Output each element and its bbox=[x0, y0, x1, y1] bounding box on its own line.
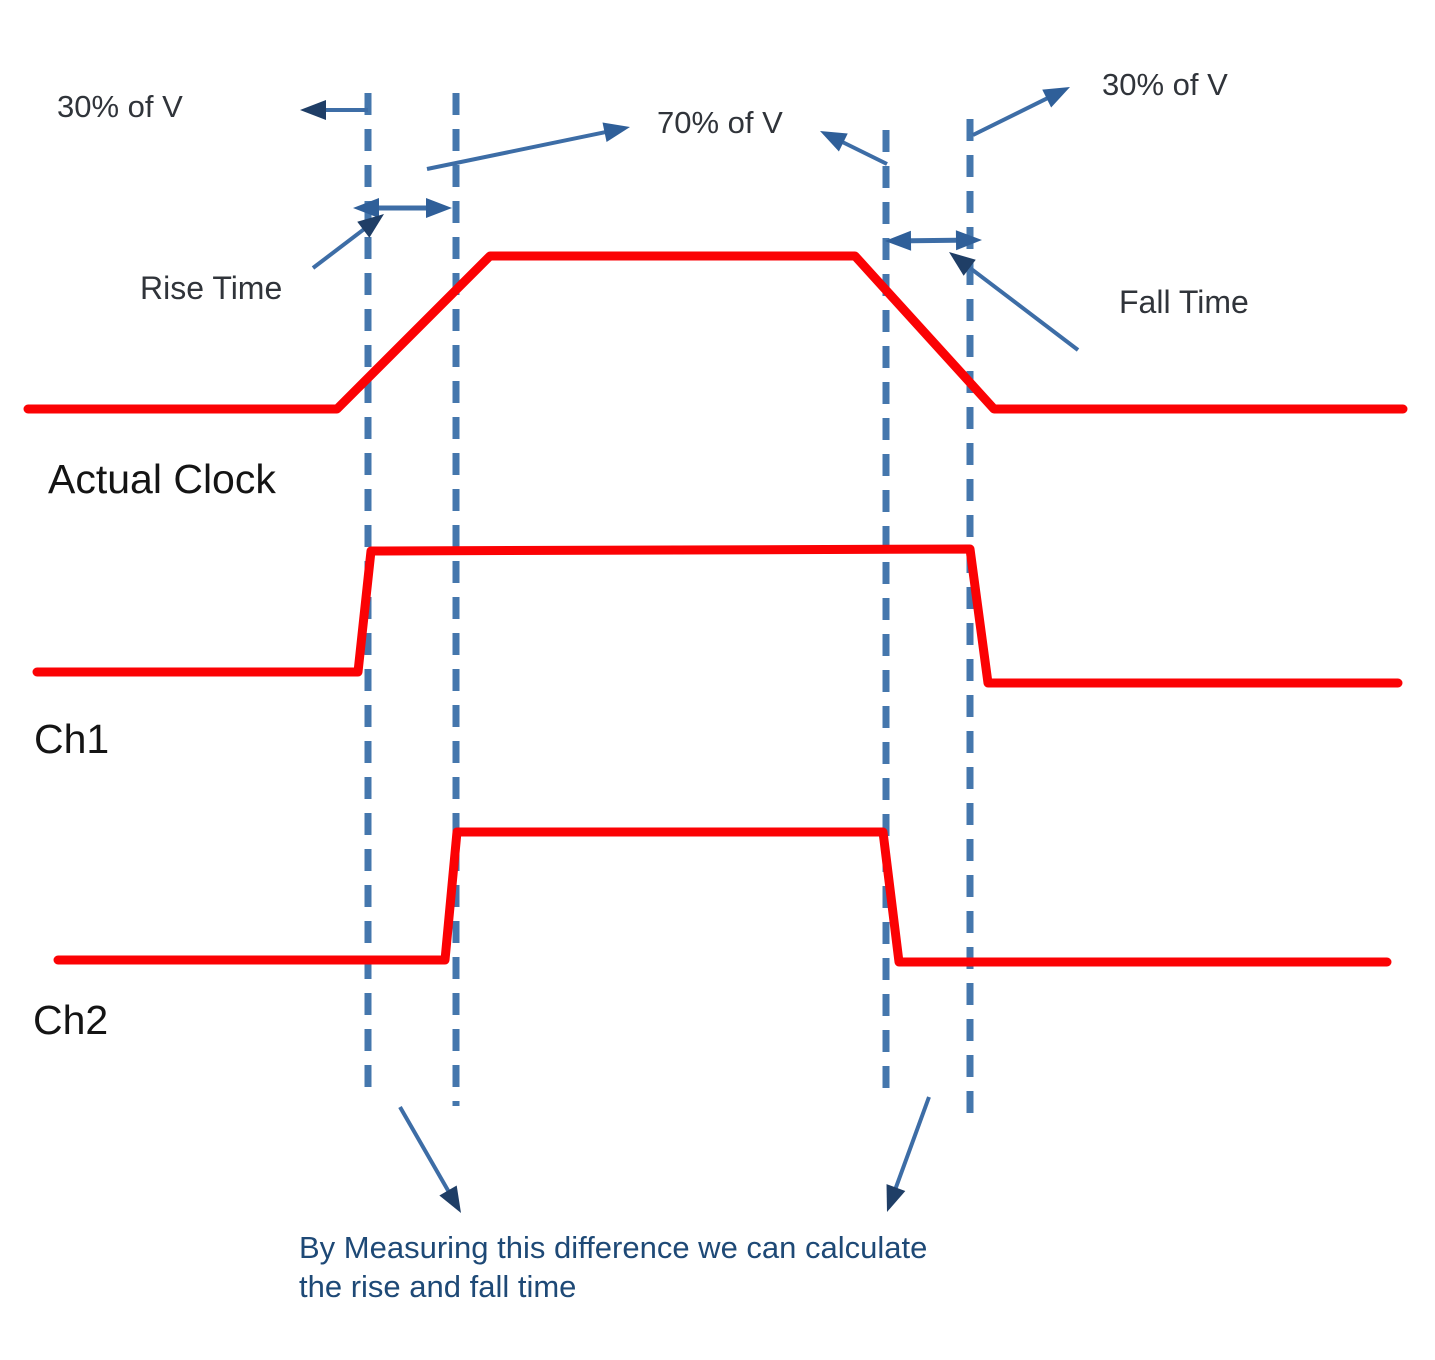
bottom-note: By Measuring this difference we can calc… bbox=[299, 1228, 927, 1306]
arrow-30-left-head bbox=[300, 100, 326, 120]
label-30-of-v-right: 30% of V bbox=[1102, 67, 1228, 102]
arrow-70-left bbox=[426, 128, 616, 171]
arrow-note-left-head bbox=[439, 1185, 461, 1213]
label-30-of-v-left: 30% of V bbox=[57, 89, 183, 124]
arrow-rise-pointer bbox=[311, 221, 373, 270]
arrow-rise-pointer-head bbox=[357, 214, 384, 238]
arrow-30-right-head bbox=[1042, 87, 1070, 108]
arrow-fall-pointer bbox=[960, 259, 1080, 352]
ch2-wave bbox=[53, 827, 1392, 967]
label-actual-clock: Actual Clock bbox=[48, 456, 276, 502]
actual-clock-wave bbox=[23, 251, 1408, 414]
arrow-rise-span-tail-head bbox=[353, 198, 379, 218]
arrow-fall-span-head bbox=[955, 230, 982, 251]
label-70-of-v: 70% of V bbox=[657, 105, 783, 140]
arrow-70-right-head bbox=[820, 131, 848, 152]
arrow-fall-pointer-head bbox=[949, 252, 976, 276]
arrow-note-left bbox=[398, 1106, 455, 1201]
label-fall-time: Fall Time bbox=[1119, 284, 1249, 320]
arrow-30-right bbox=[972, 92, 1057, 137]
bottom-note-line1: By Measuring this difference we can calc… bbox=[299, 1230, 928, 1265]
label-rise-time: Rise Time bbox=[140, 270, 283, 306]
arrow-rise-span-head bbox=[426, 198, 452, 218]
label-ch1: Ch1 bbox=[34, 716, 110, 762]
arrow-70-left-head bbox=[602, 122, 630, 143]
arrow-note-right-head bbox=[886, 1184, 906, 1212]
arrow-fall-span bbox=[900, 237, 967, 244]
arrow-fall-span-tail-head bbox=[885, 230, 912, 251]
arrow-note-right bbox=[890, 1096, 931, 1199]
ch1-wave bbox=[32, 544, 1403, 688]
label-ch2: Ch2 bbox=[33, 997, 109, 1043]
bottom-note-line2: the rise and fall time bbox=[299, 1269, 577, 1304]
